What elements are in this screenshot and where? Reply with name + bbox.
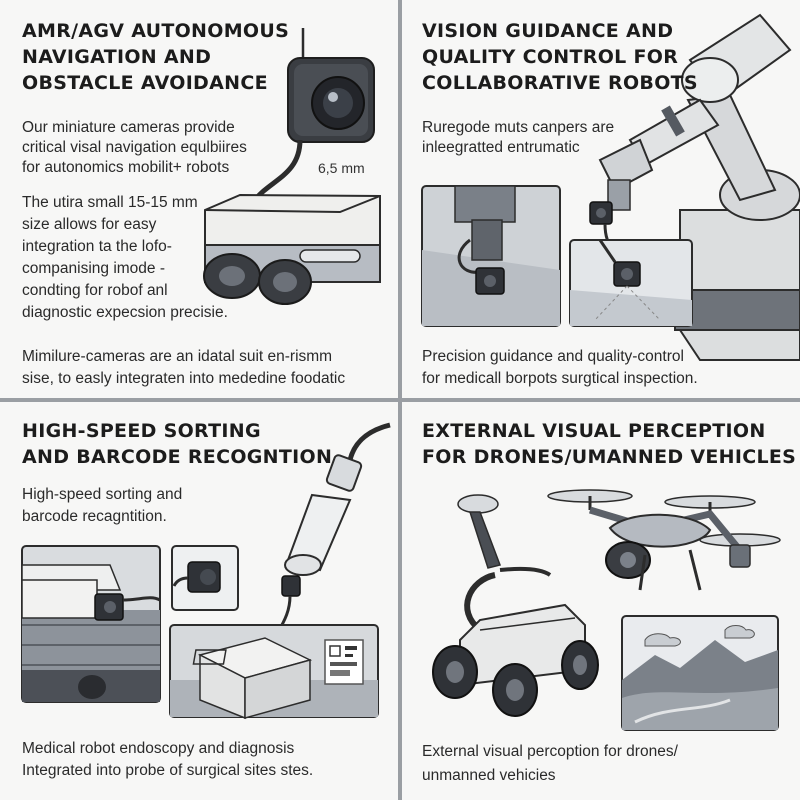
- conveyor-belt-icon: [21, 545, 161, 703]
- panel-description: Ruregode muts canpers are inleegratted e…: [422, 119, 615, 156]
- amr-robot-illustration: [203, 28, 381, 305]
- size-description: The utira small 15-15 mm size allows for…: [22, 194, 228, 321]
- horizontal-divider: [0, 398, 800, 402]
- cobot-illustration: [421, 13, 800, 361]
- camera-cable: [253, 139, 303, 202]
- panel-cobot-vision: VISION GUIDANCE AND QUALITY CONTROL FOR …: [400, 0, 800, 400]
- mini-camera-inset: [171, 545, 239, 611]
- panel-description: Our miniature cameras provide critical v…: [22, 119, 247, 176]
- panel-footer: Precision guidance and quality-control f…: [422, 348, 698, 387]
- panel-sorting-barcode: HIGH-SPEED SORTING AND BARCODE RECOGNTIO…: [0, 400, 400, 800]
- inset-camera-closeup-2: [569, 239, 693, 327]
- panel-title: AMR/AGV AUTONOMOUS NAVIGATION AND OBSTAC…: [22, 20, 290, 94]
- landscape-view-inset: [621, 615, 779, 731]
- sorting-illustration: [21, 422, 391, 720]
- panel-footer: External visual percoption for drones/ u…: [422, 743, 678, 784]
- panel-title: EXTERNAL VISUAL PERCEPTION FOR DRONES/UM…: [422, 420, 797, 468]
- panel-footer: Medical robot endoscopy and diagnosis In…: [22, 740, 314, 779]
- agv-body-icon: [203, 193, 381, 305]
- cobot-base-icon: [674, 169, 800, 361]
- rover-vehicle-icon: [432, 494, 599, 717]
- panel-title: HIGH-SPEED SORTING AND BARCODE RECOGNTIO…: [22, 420, 333, 468]
- dimension-label: 6,5 mm: [318, 160, 365, 176]
- drone-vehicle-illustration: [432, 489, 781, 731]
- panel-drones-vehicles: EXTERNAL VISUAL PERCEPTION FOR DRONES/UM…: [400, 400, 800, 800]
- panel-title: VISION GUIDANCE AND QUALITY CONTROL FOR …: [422, 20, 698, 94]
- panel-description: High-speed sorting and barcode recagntit…: [22, 486, 183, 525]
- mini-camera-icon: [287, 57, 375, 143]
- robot-arm-icon: [589, 13, 792, 253]
- panel-amr-agv: AMR/AGV AUTONOMOUS NAVIGATION AND OBSTAC…: [0, 0, 400, 400]
- scanner-probe-icon: [276, 422, 391, 633]
- inset-camera-closeup-1: [421, 185, 561, 327]
- drone-icon: [547, 489, 781, 591]
- package-box-icon: [169, 624, 379, 720]
- panel-footer: Mimilure-cameras are an idatal suit en-r…: [22, 348, 346, 387]
